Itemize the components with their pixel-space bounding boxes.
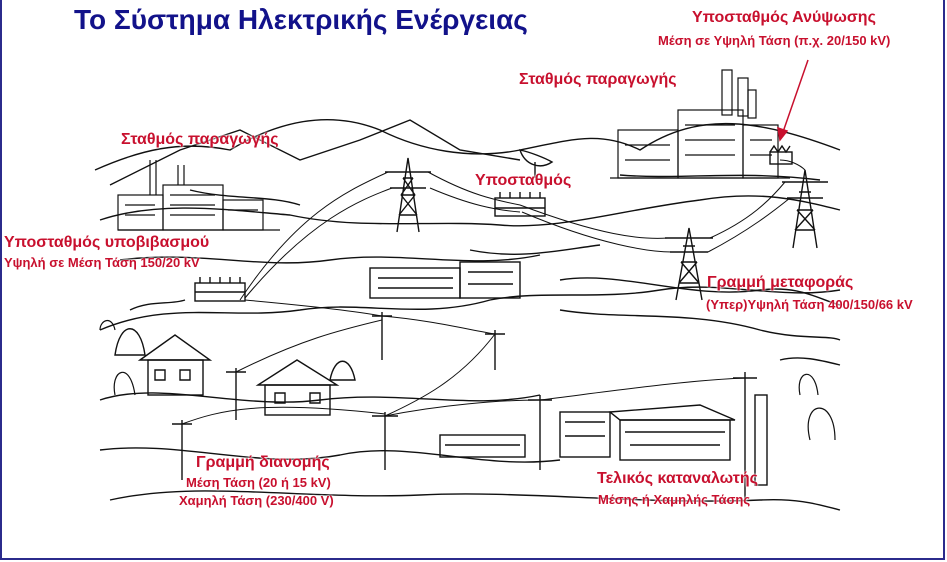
step-down-substation-structure [194,277,246,302]
page-title: Το Σύστημα Ηλεκτρικής Ενέργειας [74,4,528,35]
step-up-substation-structure [769,144,793,165]
pylon-1 [385,157,431,233]
houses-left [114,328,356,416]
label-distribution-lv: Χαμηλή Τάση (230/400 V) [179,493,334,508]
power-station-left [117,160,280,231]
industrial-buildings [369,261,521,299]
label-step-down-voltage: Υψηλή σε Μέση Τάση 150/20 kV [4,255,200,270]
label-transmission-voltage: (Υπερ)Υψηλή Τάση 400/150/66 kV [706,297,913,312]
label-distribution-line: Γραμμή διανομής [196,454,330,471]
label-power-station-left: Σταθμός παραγωγής [121,131,279,148]
pylon-2 [665,227,713,301]
consumer-buildings [439,394,768,486]
label-step-up-voltage: Μέση σε Υψηλή Τάση (π.χ. 20/150 kV) [658,33,891,48]
hills-back [94,118,841,171]
label-transmission-line: Γραμμή μεταφοράς [707,274,854,291]
hv-wires [239,159,806,301]
label-step-up-substation: Υποσταθμός Ανύψωσης [692,9,876,26]
pylon-3 [782,169,828,249]
distribution-wires [181,299,746,425]
label-distribution-mv: Μέση Τάση (20 ή 15 kV) [186,475,331,490]
mountain-left [109,119,521,186]
substation-middle [494,192,546,217]
hills-middle [99,195,841,227]
trees [99,320,836,441]
label-power-station-right: Σταθμός παραγωγής [519,71,677,88]
dish [518,149,554,178]
label-step-down-substation: Υποσταθμός υποβιβασμού [4,234,210,251]
arrow-icon [777,59,809,142]
label-end-consumer: Τελικός καταναλωτής [597,470,758,487]
label-substation: Υποσταθμός [475,172,572,189]
label-end-consumer-voltage: Μέσης ή Χαμηλής Τάσης [598,492,751,507]
